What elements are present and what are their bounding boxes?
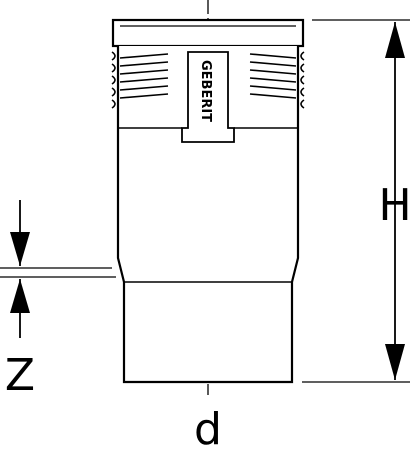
d-dimension-label: d: [194, 404, 222, 450]
brand-plate: [181, 51, 235, 143]
thread-right: [249, 51, 305, 109]
top-collar: [111, 18, 305, 48]
z-arrow-top-icon: [10, 232, 30, 266]
z-dimension-label: Z: [5, 350, 35, 401]
fitting-body: [116, 46, 300, 384]
brand-label: GEBERIT: [198, 60, 213, 122]
h-arrow-bottom-icon: [385, 344, 405, 380]
z-arrow-bottom-icon: [10, 279, 30, 313]
h-arrow-top-icon: [385, 22, 405, 58]
h-dimension-label: H: [378, 180, 411, 231]
thread-left: [111, 51, 169, 109]
